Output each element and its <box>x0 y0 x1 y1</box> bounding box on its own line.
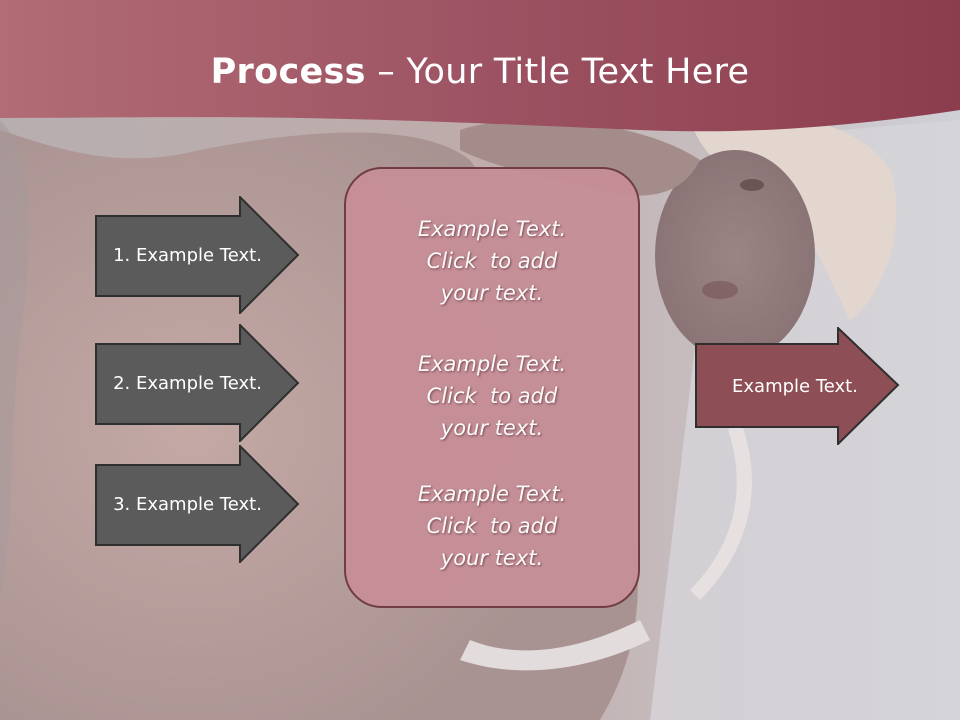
arrow-right-shape-icon <box>695 327 900 445</box>
left-arrow-3-label: 3. Example Text. <box>113 493 262 515</box>
center-item-3-line2: Click to add <box>426 514 558 538</box>
arrow-right-shape-icon <box>95 445 300 563</box>
arrow-right-shape-icon <box>95 196 300 314</box>
title-rest: – Your Title Text Here <box>365 52 750 92</box>
center-item-2-line2: Click to add <box>426 384 558 408</box>
left-arrow-1[interactable]: 1. Example Text. <box>95 196 300 314</box>
center-item-2-line3: your text. <box>440 416 544 440</box>
title-banner <box>0 0 960 132</box>
right-arrow[interactable]: Example Text. <box>695 327 900 445</box>
right-arrow-label: Example Text. <box>732 375 858 397</box>
center-item-2-line1: Example Text. <box>417 352 567 376</box>
center-item-1-line2: Click to add <box>426 249 558 273</box>
left-arrow-2-label: 2. Example Text. <box>113 372 262 394</box>
page-title: Process – Your Title Text Here <box>0 52 960 92</box>
left-arrow-2[interactable]: 2. Example Text. <box>95 324 300 442</box>
center-item-3-line3: your text. <box>440 546 544 570</box>
center-item-1[interactable]: Example Text. Click to add your text. <box>346 213 638 309</box>
center-item-3-line1: Example Text. <box>417 482 567 506</box>
left-arrow-1-label: 1. Example Text. <box>113 244 262 266</box>
center-item-2[interactable]: Example Text. Click to add your text. <box>346 348 638 444</box>
title-bold: Process <box>210 52 366 92</box>
center-item-1-line1: Example Text. <box>417 217 567 241</box>
arrow-right-shape-icon <box>95 324 300 442</box>
left-arrow-3[interactable]: 3. Example Text. <box>95 445 300 563</box>
center-text-box[interactable]: Example Text. Click to add your text. Ex… <box>344 167 640 608</box>
center-item-3[interactable]: Example Text. Click to add your text. <box>346 478 638 574</box>
center-item-1-line3: your text. <box>440 281 544 305</box>
